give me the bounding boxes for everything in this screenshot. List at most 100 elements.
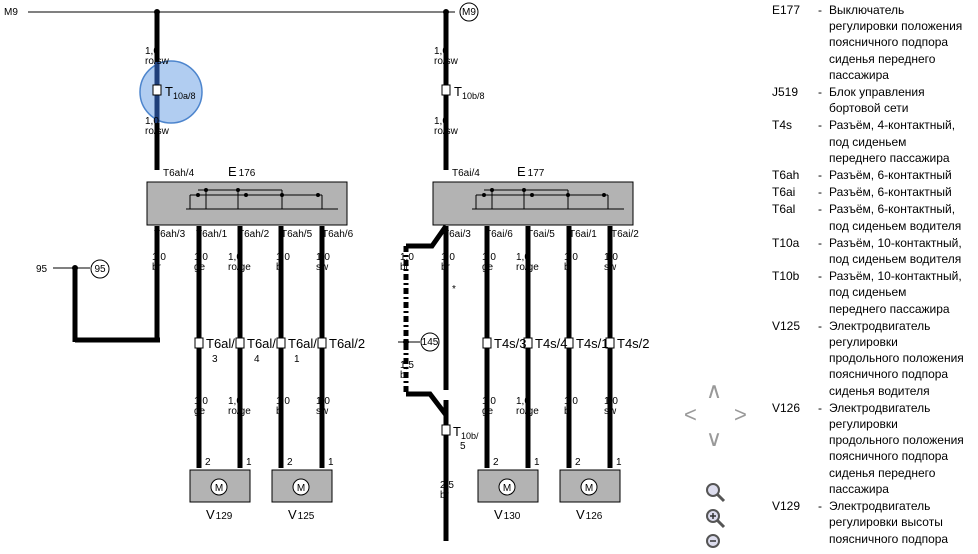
motor-v126: M 2 1 V126	[559, 457, 622, 522]
svg-text:V126: V126	[576, 507, 603, 522]
pin-label: T6ah/1	[196, 229, 228, 240]
legend-code: V126	[772, 400, 801, 415]
switch-e177-contacts	[472, 188, 624, 210]
zoom-in-icon[interactable]	[704, 507, 726, 529]
switch-e176-contacts	[186, 188, 338, 210]
connector-row-right	[441, 337, 615, 436]
pan-left-icon[interactable]: <	[684, 402, 697, 427]
connector-label: T6al/	[288, 336, 317, 351]
legend-item: V129-Электродвигатель регулировки высоты…	[772, 498, 978, 547]
connector-label: T6al/	[206, 336, 235, 351]
svg-text:2: 2	[205, 457, 211, 468]
legend-dash: -	[818, 269, 822, 284]
pin-label: T6ai/4	[452, 168, 480, 179]
legend-item: J519-Блок управления бортовой сети	[772, 84, 978, 116]
legend-description: Разъём, 6-контактный, под сиденьем водит…	[829, 202, 962, 233]
legend-dash: -	[818, 318, 822, 333]
svg-text:M: M	[585, 483, 593, 494]
legend-dash: -	[818, 499, 822, 514]
legend: E177-Выключатель регулировки положения п…	[772, 2, 978, 548]
svg-text:1: 1	[246, 457, 252, 468]
connector-label: T10a/8	[165, 84, 195, 101]
pin-label: T6ai/6	[485, 229, 513, 240]
connector-label: T6al/2	[329, 336, 365, 351]
svg-text:V129: V129	[206, 507, 233, 522]
legend-description: Выключатель регулировки положения поясни…	[829, 3, 963, 82]
legend-dash: -	[818, 235, 822, 250]
zoom-icon[interactable]	[704, 481, 726, 503]
legend-description: Разъём, 6-контактный	[829, 168, 952, 183]
switch-e176	[146, 181, 348, 226]
legend-dash: -	[818, 168, 822, 183]
legend-description: Блок управления бортовой сети	[829, 85, 925, 116]
asterisk: *	[452, 284, 456, 295]
legend-code: T4s	[772, 118, 793, 133]
legend-description: Разъём, 10-контактный, под сиденьем пере…	[829, 269, 962, 316]
connector-label: T6al/	[247, 336, 276, 351]
connector-label: T10b/	[453, 424, 479, 441]
legend-code: E177	[772, 3, 801, 17]
legend-dash: -	[818, 400, 822, 415]
legend-item: V125-Электродвигатель регулировки продол…	[772, 318, 978, 399]
ref-label: 95	[36, 264, 48, 275]
pan-down-icon[interactable]: ∨	[706, 426, 723, 451]
ref-circle	[90, 259, 110, 279]
pan-controls: ∧ < > ∨	[682, 380, 752, 450]
legend-code: J519	[772, 85, 799, 100]
connector-label: 1	[294, 354, 300, 365]
legend-description: Разъём, 4-контактный, под сиденьем перед…	[829, 118, 956, 165]
legend-dash: -	[818, 202, 822, 217]
pin-label: T6ah/5	[281, 229, 313, 240]
svg-text:2: 2	[493, 457, 499, 468]
legend-dash: -	[818, 118, 822, 133]
legend-code: T10a	[772, 235, 800, 250]
wire-bend	[406, 224, 449, 249]
svg-text:2: 2	[287, 457, 293, 468]
pin-label: T6ai/2	[611, 229, 639, 240]
legend-code: V129	[772, 499, 801, 514]
connector-label: T10b/8	[454, 84, 484, 101]
legend-code: T6ah	[772, 168, 800, 183]
connector-label: T4s/2	[617, 336, 650, 351]
legend-code: V125	[772, 318, 801, 333]
svg-text:V130: V130	[494, 507, 521, 522]
connector-icon	[152, 84, 162, 96]
ground-ref-text: M9	[462, 7, 476, 18]
connector-row-left	[194, 337, 327, 349]
legend-item: T10b-Разъём, 10-контактный, под сиденьем…	[772, 268, 978, 317]
pan-up-icon[interactable]: ∧	[706, 378, 723, 403]
legend-dash: -	[818, 3, 822, 17]
legend-code: T6al	[772, 202, 796, 217]
svg-text:1: 1	[328, 457, 334, 468]
pin-label: T6ah/2	[238, 229, 270, 240]
ref-circle-text: 145	[422, 337, 439, 348]
zoom-out-icon[interactable]	[704, 532, 726, 554]
legend-code: T6ai	[772, 185, 796, 200]
motor-v130: M 2 1 V130	[477, 457, 540, 522]
motor-v129: M 2 1 V129	[189, 457, 252, 522]
pan-right-icon[interactable]: >	[734, 402, 747, 427]
pin-label: T6ai/5	[527, 229, 555, 240]
legend-item: T6ah -Разъём, 6-контактный	[772, 167, 978, 183]
svg-text:2: 2	[575, 457, 581, 468]
connector-icon	[441, 84, 451, 96]
pin-label: T6ai/1	[569, 229, 597, 240]
